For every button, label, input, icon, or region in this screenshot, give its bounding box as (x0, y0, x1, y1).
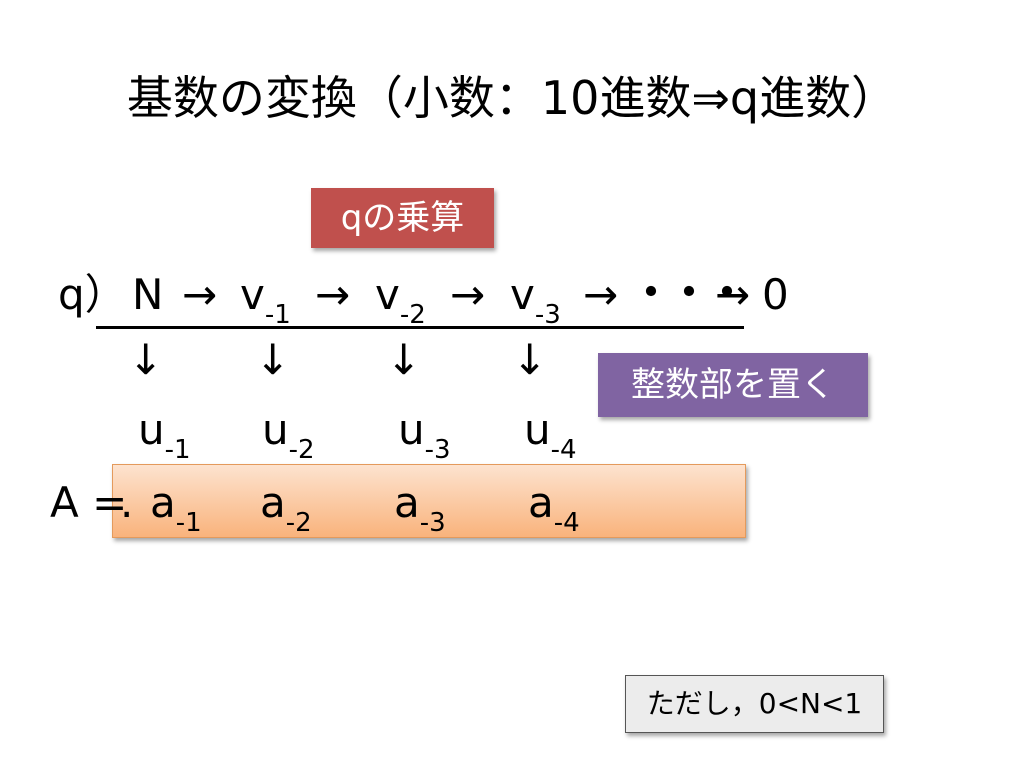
right-arrow-5: → (715, 270, 751, 319)
v-3-term: v-3 (510, 270, 561, 330)
u-4-term: u-4 (524, 405, 577, 465)
a-3-term: a-3 (394, 478, 446, 538)
multiply-label-box: qの乗算 (311, 188, 494, 248)
a-1-term: a-1 (150, 478, 202, 538)
a-4-term: a-4 (528, 478, 580, 538)
condition-note: ただし，0<N<1 (625, 675, 884, 733)
zero-symbol: 0 (762, 270, 789, 319)
division-line (96, 326, 744, 329)
v-1-term: v-1 (240, 270, 291, 330)
right-arrow-1: → (182, 270, 218, 319)
n-symbol: N (132, 270, 164, 319)
page-title: 基数の変換（小数：10進数⇒q進数） (126, 71, 898, 125)
right-arrow-4: → (583, 270, 619, 319)
right-arrow-2: → (315, 270, 351, 319)
down-arrow-2: ↓ (255, 335, 291, 384)
result-highlight-box (112, 464, 746, 538)
u-2-term: u-2 (262, 405, 315, 465)
down-arrow-4: ↓ (512, 335, 548, 384)
ellipsis-dots: ・・・ (630, 268, 748, 317)
right-arrow-3: → (450, 270, 486, 319)
u-3-term: u-3 (398, 405, 451, 465)
a-prefix: A = (50, 478, 128, 527)
decimal-point: . (120, 478, 134, 527)
down-arrow-3: ↓ (386, 335, 422, 384)
down-arrow-1: ↓ (128, 335, 164, 384)
v-2-term: v-2 (375, 270, 426, 330)
a-2-term: a-2 (260, 478, 312, 538)
q-paren: q） (58, 270, 127, 319)
integer-part-label-box: 整数部を置く (598, 353, 868, 417)
u-1-term: u-1 (138, 405, 191, 465)
